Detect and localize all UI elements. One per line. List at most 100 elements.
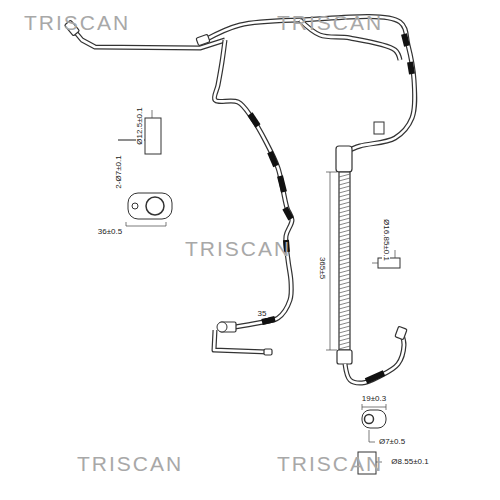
hose-braid [339,178,350,181]
dimension-line [369,430,375,442]
fitting-hole [365,415,374,424]
brake-pipe-core [205,16,415,152]
protective-sleeve [250,114,258,126]
dimension-line [326,172,337,173]
hose-braid [339,278,350,281]
banjo-fitting [217,322,227,332]
hose-braid [339,198,350,201]
hose-braid [339,230,350,233]
watermark: TRISCAN [184,238,292,259]
watermark: TRISCAN [276,12,384,33]
hose-braid [339,250,350,253]
watermark: TRISCAN [76,453,184,474]
dimension-label: Ø12.5±0.1 [136,106,144,145]
dimension-label: 19±0.3 [361,395,387,403]
protective-sleeve [270,152,276,166]
hose-braid [339,242,350,245]
protective-sleeve [366,373,384,381]
dimension-line [126,222,127,226]
dimension-label: Ø8.55±0.1 [390,458,429,466]
hose-braid [339,298,350,301]
fitting-detail [362,410,386,428]
hose-braid [339,206,350,209]
dimension-line [152,110,153,118]
hose-braid [339,330,350,333]
bracket-hole [132,203,138,209]
hose-braid [339,174,350,177]
nut-detail [145,118,161,154]
dimension-line [372,263,378,264]
bracket-hole [146,197,164,215]
hose-braid [339,286,350,289]
pipe-clip [374,122,384,134]
flexible-hose [339,172,350,350]
hose-braid [339,318,350,321]
brake-pipe-core [345,335,404,383]
dimension-line [395,250,396,258]
hose-braid [339,302,350,305]
brake-pipe [214,40,292,327]
hose-end-fitting [336,146,352,172]
hose-braid [339,222,350,225]
hose-braid [339,226,350,229]
brake-pipe [205,16,415,152]
brake-pipe [214,330,268,352]
hose-braid [339,246,350,249]
hose-braid [339,266,350,269]
tube-nut [264,349,272,355]
hose-braid [339,186,350,189]
dimension-line [330,172,331,350]
dimension-label: Ø16.85±0.1 [382,218,390,262]
dimension-line [362,407,386,408]
hose-braid [339,182,350,185]
hose-braid [339,218,350,221]
hose-braid [339,346,350,349]
hose-braid [339,234,350,237]
hose-braid [339,274,350,277]
bracket-detail [128,193,172,219]
hose-braid [339,338,350,341]
hose-braid [339,326,350,329]
hose-braid [339,270,350,273]
hose-braid [339,194,350,197]
dimension-line [362,404,363,410]
tube-nut [395,326,407,339]
protective-sleeve [262,319,275,322]
hose-braid [339,294,350,297]
hose-braid [339,290,350,293]
brake-pipe [345,335,404,383]
dimension-line [126,226,166,227]
dimension-label: Ø7±0.5 [378,438,406,446]
protective-sleeve [404,34,407,46]
hose-braid [339,214,350,217]
hose-braid [339,238,350,241]
dimension-line [386,404,387,410]
hose-braid [339,342,350,345]
dimension-label: 36±0.5 [97,228,123,236]
hose-braid [339,334,350,337]
hose-braid [339,282,350,285]
hose-braid [339,306,350,309]
dimension-label: 365±5 [318,256,326,280]
tube-nut [196,34,210,46]
watermark: TRISCAN [23,12,131,33]
hose-braid [339,258,350,261]
brake-pipe-core [214,330,268,352]
brake-pipe-core [214,40,292,327]
protective-sleeve [280,176,284,192]
hose-braid [339,314,350,317]
hose-braid [339,254,350,257]
dimension-label: 2-Ø7±0.1 [115,154,123,189]
hose-braid [339,262,350,265]
protective-sleeve [410,62,412,74]
hose-braid [339,202,350,205]
hose-end-fitting [337,350,352,364]
dimension-line [166,222,167,226]
protective-sleeve [285,208,291,219]
dimension-label: 35 [257,310,268,318]
watermark: TRISCAN [276,453,384,474]
hose-braid [339,322,350,325]
hose-braid [339,310,350,313]
hose-braid [339,190,350,193]
